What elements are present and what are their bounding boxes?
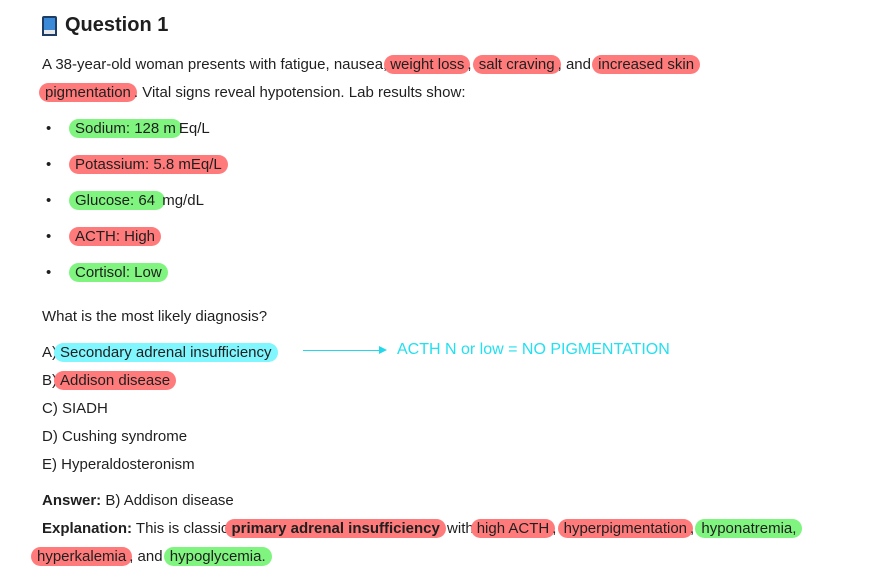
- option-text: Secondary adrenal insufficiency: [54, 343, 278, 362]
- highlight-increased-skin: increased skin: [592, 55, 701, 74]
- highlight-high-acth: high ACTH: [470, 519, 556, 538]
- option-letter: A): [42, 344, 57, 361]
- option-letter: E): [42, 456, 57, 473]
- highlight-primary-ai: primary adrenal insufficiency: [225, 519, 446, 538]
- title-text: Question 1: [65, 14, 169, 36]
- explanation-line-2: hyperkalemia, and hypoglycemia.: [31, 547, 272, 566]
- answer-label: Answer:: [42, 492, 102, 509]
- lab-highlight: Potassium: 5.8 mEq/L: [69, 155, 228, 174]
- lab-highlight: Cortisol: Low: [69, 263, 168, 282]
- option-text: SIADH: [62, 400, 108, 417]
- option-text: Hyperaldosteronism: [61, 456, 195, 473]
- question-title: Question 1: [42, 14, 168, 37]
- highlight-hyperkalemia: hyperkalemia: [31, 547, 133, 566]
- highlight-weight-loss: weight loss: [384, 55, 471, 74]
- highlight-pigmentation: pigmentation: [39, 83, 137, 102]
- lab-highlight: ACTH: High: [69, 227, 162, 246]
- question-prompt: What is the most likely diagnosis?: [42, 308, 268, 325]
- option-b: B)Addison disease: [42, 371, 177, 390]
- option-e: E) Hyperaldosteronism: [42, 456, 195, 473]
- arrow-icon: [303, 346, 387, 354]
- lab-text: mg/dL: [162, 192, 204, 209]
- option-d: D) Cushing syndrome: [42, 428, 187, 445]
- option-letter: C): [42, 400, 58, 417]
- lab-item: Potassium: 5.8 mEq/L: [46, 155, 228, 174]
- stem-line-1: A 38-year-old woman presents with fatigu…: [42, 55, 701, 74]
- highlight-hypoglycemia: hypoglycemia.: [163, 547, 272, 566]
- book-icon: [42, 15, 57, 36]
- lab-highlight: Glucose: 64: [69, 191, 166, 210]
- explanation-text: , and: [129, 548, 163, 565]
- option-a: A)Secondary adrenal insufficiency: [42, 343, 278, 362]
- highlight-salt-craving: salt craving: [472, 55, 561, 74]
- lab-text: Eq/L: [178, 120, 210, 137]
- handwritten-note: ACTH N or low = NO PIGMENTATION: [397, 341, 670, 358]
- stem-line-2: pigmentation. Vital signs reveal hypoten…: [39, 83, 466, 102]
- lab-item: ACTH: High: [46, 227, 162, 246]
- highlight-hyperpigmentation: hyperpigmentation: [557, 519, 694, 538]
- option-c: C) SIADH: [42, 400, 108, 417]
- explanation-label: Explanation:: [42, 520, 133, 537]
- stem-text: , and: [557, 56, 591, 73]
- stem-text: . Vital signs reveal hypotension. Lab re…: [133, 84, 466, 101]
- explanation-text: This is classic: [135, 520, 229, 537]
- answer-line: Answer: B) Addison disease: [42, 492, 234, 509]
- stem-text: ,: [467, 56, 472, 73]
- option-text: Cushing syndrome: [62, 428, 188, 445]
- lab-item: Cortisol: Low: [46, 263, 168, 282]
- lab-item: Glucose: 64 mg/dL: [46, 191, 204, 210]
- answer-value: B) Addison disease: [105, 492, 234, 509]
- option-letter: D): [42, 428, 58, 445]
- stem-text: A 38-year-old woman presents with fatigu…: [42, 56, 388, 73]
- highlight-hyponatremia: hyponatremia,: [695, 519, 803, 538]
- option-text: Addison disease: [54, 371, 177, 390]
- option-letter: B): [42, 372, 57, 389]
- lab-item: Sodium: 128 mEq/L: [46, 119, 210, 138]
- lab-highlight: Sodium: 128 m: [69, 119, 182, 138]
- explanation-text: with: [447, 520, 474, 537]
